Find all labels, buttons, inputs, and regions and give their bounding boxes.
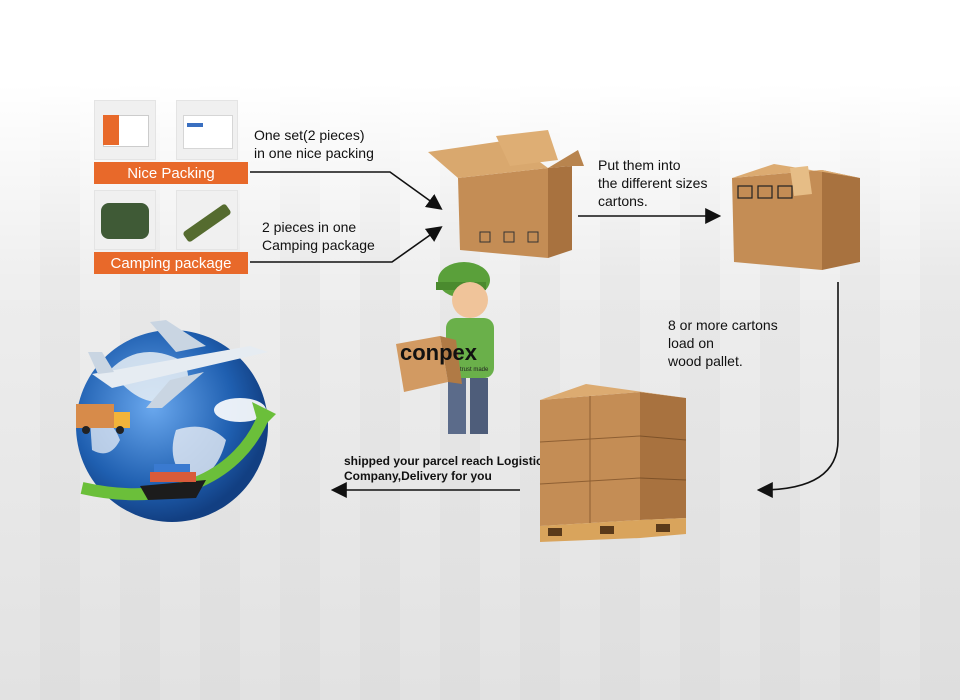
brand-tagline-text: trust made xyxy=(460,367,489,373)
pallet-icon xyxy=(540,384,686,542)
arrow-camping-to-box xyxy=(250,228,440,262)
brand-logo-text: conpex xyxy=(400,340,478,365)
arrow-sealed-to-pallet xyxy=(760,282,838,490)
sealed-carton-icon xyxy=(732,164,860,270)
arrow-nice-to-box xyxy=(250,172,440,208)
open-carton-icon xyxy=(428,130,584,258)
